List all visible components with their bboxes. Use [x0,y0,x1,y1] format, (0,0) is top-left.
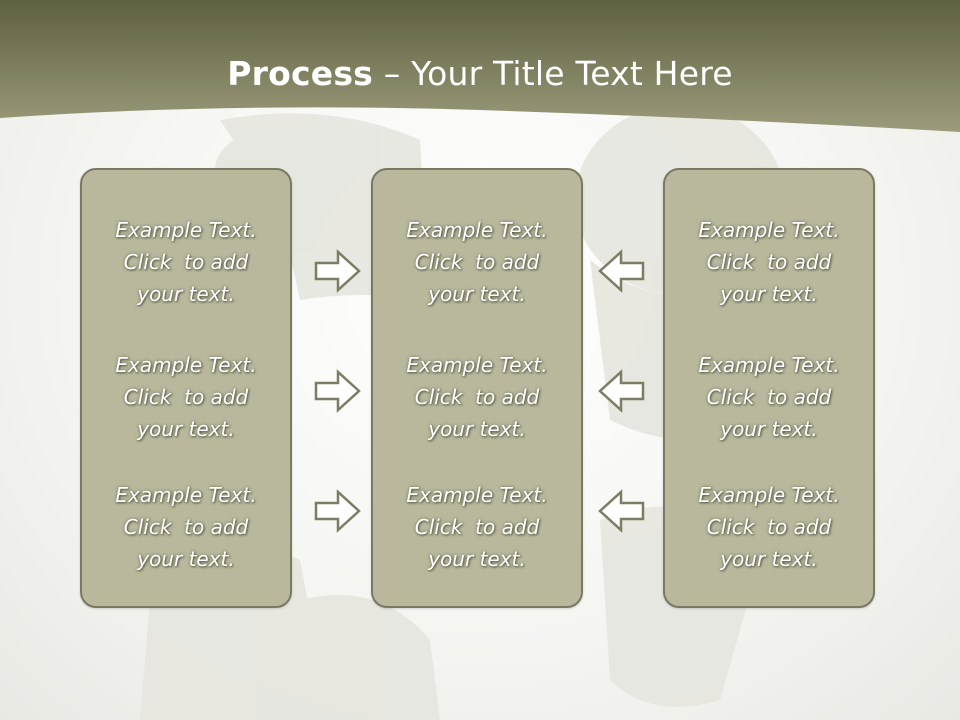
text-line: Click to add [123,385,249,409]
text-line: Example Text. [406,218,548,242]
text-line: your text. [720,282,818,306]
left-box: Example Text. Click to add your text. Ex… [80,168,292,608]
text-line: your text. [428,417,526,441]
text-line: Example Text. [698,353,840,377]
text-block[interactable]: Example Text. Click to add your text. [373,349,581,445]
text-line: your text. [720,547,818,571]
text-line: your text. [137,547,235,571]
arrow-left-icon[interactable] [597,249,645,293]
text-line: Click to add [123,515,249,539]
text-block[interactable]: Example Text. Click to add your text. [665,214,873,310]
text-block[interactable]: Example Text. Click to add your text. [373,479,581,575]
title-rest: – Your Title Text Here [373,54,733,93]
text-block[interactable]: Example Text. Click to add your text. [82,349,290,445]
header-band [0,0,960,132]
right-box: Example Text. Click to add your text. Ex… [663,168,875,608]
arrow-right-icon[interactable] [314,369,362,413]
arrow-right-icon[interactable] [314,489,362,533]
text-line: your text. [428,547,526,571]
text-line: Click to add [414,385,540,409]
text-line: Click to add [706,250,832,274]
text-line: Click to add [414,515,540,539]
text-block[interactable]: Example Text. Click to add your text. [665,479,873,575]
text-block[interactable]: Example Text. Click to add your text. [82,214,290,310]
text-line: Example Text. [698,218,840,242]
text-line: Example Text. [115,353,257,377]
text-line: Click to add [706,385,832,409]
text-line: Example Text. [698,483,840,507]
text-line: your text. [720,417,818,441]
text-line: Example Text. [406,353,548,377]
title-bold: Process [227,54,374,93]
arrow-right-icon[interactable] [314,249,362,293]
text-line: Example Text. [406,483,548,507]
arrow-left-icon[interactable] [597,489,645,533]
text-line: Example Text. [115,483,257,507]
text-line: your text. [428,282,526,306]
text-line: Click to add [706,515,832,539]
slide-title[interactable]: Process – Your Title Text Here [0,54,960,93]
text-line: your text. [137,417,235,441]
arrow-left-icon[interactable] [597,369,645,413]
text-line: Example Text. [115,218,257,242]
text-block[interactable]: Example Text. Click to add your text. [82,479,290,575]
text-line: Click to add [414,250,540,274]
text-line: your text. [137,282,235,306]
text-line: Click to add [123,250,249,274]
center-box: Example Text. Click to add your text. Ex… [371,168,583,608]
text-block[interactable]: Example Text. Click to add your text. [373,214,581,310]
text-block[interactable]: Example Text. Click to add your text. [665,349,873,445]
